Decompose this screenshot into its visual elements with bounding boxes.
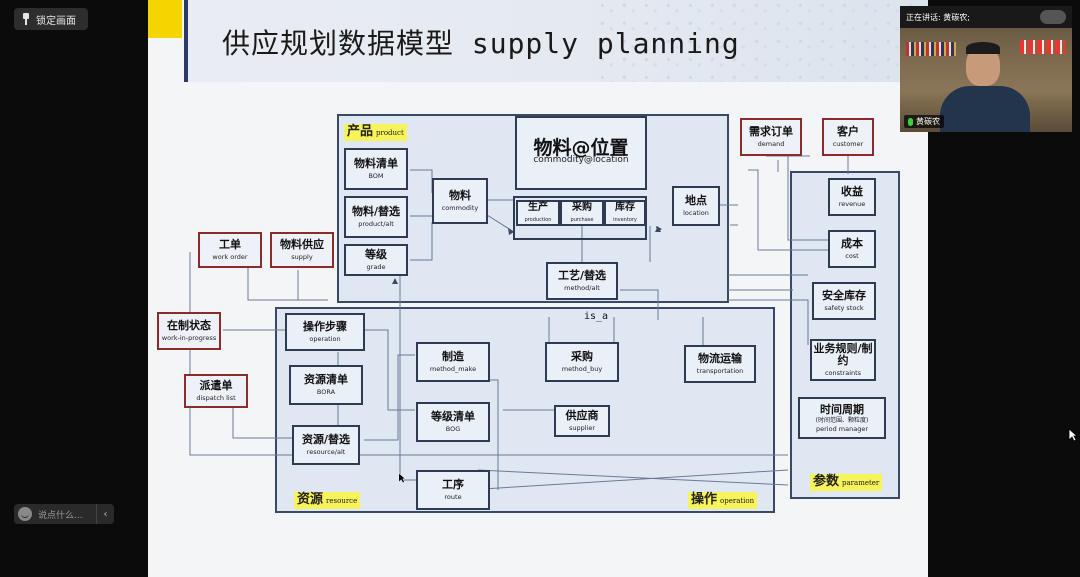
slide-title: 供应规划数据模型 supply planning [222,27,740,60]
supplier-box: 供应商 supplier [554,405,610,437]
cost-box: 成本 cost [828,230,876,268]
production-box: 生产 production [516,200,560,226]
demand-box: 需求订单 demand [740,118,802,156]
microphone-icon [908,117,913,126]
resource-alt-box: 资源/替选 resource/alt [292,425,360,465]
wip-box: 在制状态 work-in-progress [157,312,221,350]
speaking-indicator: 正在讲话: 黄碳农; [900,6,1072,28]
grade-box: 等级 grade [344,244,408,276]
slide-accent [148,0,182,38]
route-box: 工序 route [416,470,490,510]
period-manager-box: 时间周期 (时间范围、颗粒度) period manager [798,397,886,439]
customer-box: 客户 customer [822,118,874,156]
method-make-box: 制造 method_make [416,342,490,382]
lock-screen-button[interactable]: 锁定画面 [14,8,88,30]
purchase-box: 采购 purchase [560,200,604,226]
pointer-cursor-icon [398,472,406,484]
revenue-box: 收益 revenue [828,178,876,216]
constraints-box: 业务规则/制约 constraints [810,339,876,381]
chevron-left-icon[interactable]: ‹ [96,504,114,524]
inventory-box: 库存 inventory [604,200,646,226]
speaker-body [940,86,1030,132]
location-box: 地点 location [672,186,720,226]
speaking-label: 正在讲话: 黄碳农; [906,12,970,22]
chat-placeholder: 说点什么... [38,510,83,521]
bom-box: 物料清单 BOM [344,148,408,190]
supply-box: 物料供应 supply [270,232,334,268]
work-order-box: 工单 work order [198,232,262,268]
shared-slide: 供应规划数据模型 supply planning [148,0,928,577]
video-options-button[interactable] [1040,10,1066,24]
slide-title-band [184,0,928,82]
commodity-location-box: 物料@位置 commodity@location [515,116,647,190]
mouse-cursor-icon [1068,428,1078,442]
chat-input-bar[interactable]: 说点什么... ‹ [14,504,114,524]
method-buy-box: 采购 method_buy [545,342,619,382]
participant-name: 黄碳农 [916,117,940,126]
safety-stock-box: 安全库存 safety stock [812,282,876,320]
commodity-box: 物料 commodity [432,178,488,224]
transportation-box: 物流运输 transportation [684,345,756,383]
operation-step-box: 操作步骤 operation [285,313,365,351]
participant-name-tag: 黄碳农 [904,115,944,128]
bog-box: 等级清单 BOG [416,402,490,442]
speaker-video-tile[interactable]: 正在讲话: 黄碳农; 黄碳农 [900,6,1072,132]
dispatch-list-box: 派遣单 dispatch list [184,374,248,408]
bora-box: 资源清单 BORA [289,365,363,405]
lock-screen-label: 锁定画面 [36,15,76,27]
method-alt-box: 工艺/替选 method/alt [546,262,618,300]
product-alt-box: 物料/替选 product/alt [344,196,408,238]
is-a-label: is_a [584,311,609,322]
emoji-icon[interactable] [18,507,32,521]
pin-icon [22,13,30,25]
commodity-location-ops-group [513,196,647,240]
connector-lines [189,155,849,491]
